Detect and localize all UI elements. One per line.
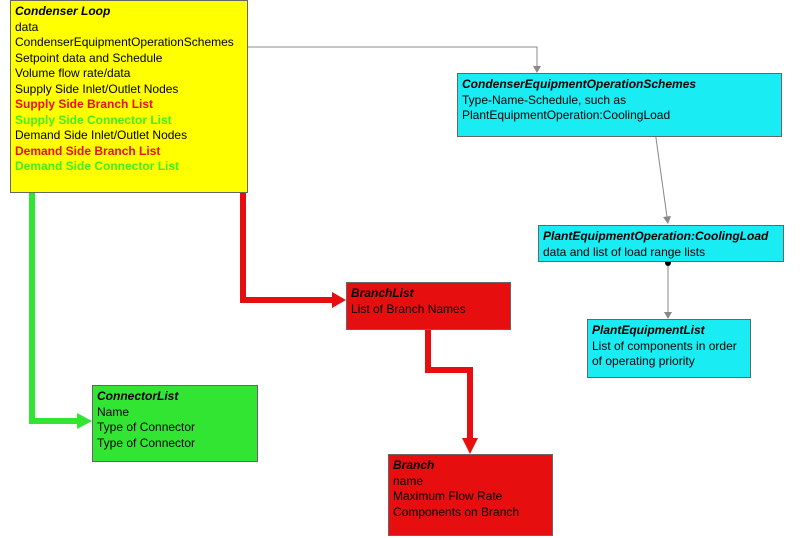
condenser-loop-field: Demand Side Branch List — [15, 143, 161, 158]
operation-schemes-title: CondenserEquipmentOperationSchemes — [462, 77, 697, 91]
cooling-load-line: data and list of load range lists — [543, 244, 706, 259]
condenser-loop-field: Demand Side Connector List — [15, 159, 180, 173]
operation-schemes-line: PlantEquipmentOperation:CoolingLoad — [462, 108, 671, 122]
condenser-loop-field: Demand Side Inlet/Outlet Nodes — [15, 128, 188, 142]
equipment-list-box: PlantEquipmentList List of components in… — [587, 319, 751, 378]
equipment-list-title: PlantEquipmentList — [592, 323, 705, 337]
arrowhead-schemes — [533, 66, 541, 73]
operation-schemes-line: Type-Name-Schedule, such as — [462, 92, 627, 107]
connector-loop-to-connectorlist — [29, 193, 78, 424]
arrowhead-branch — [462, 438, 478, 454]
operation-schemes-box: CondenserEquipmentOperationSchemes Type-… — [457, 73, 782, 137]
condenser-loop-field: Volume flow rate/data — [15, 66, 131, 80]
branch-box: Branch name Maximum Flow Rate Components… — [388, 454, 553, 536]
connector-list-title: ConnectorList — [97, 389, 179, 403]
condenser-loop-field: Supply Side Inlet/Outlet Nodes — [15, 81, 179, 96]
connector-loop-to-branchlist — [240, 193, 333, 303]
connector-list-line: Type of Connector — [97, 435, 196, 450]
branch-list-line: List of Branch Names — [351, 301, 466, 316]
condenser-loop-field: data — [15, 19, 39, 34]
branch-line: Maximum Flow Rate — [393, 489, 503, 503]
equipment-list-line: of operating priority — [592, 354, 695, 368]
connector-list-line: Name — [97, 404, 130, 419]
condenser-loop-field: Supply Side Connector List — [15, 112, 172, 127]
cooling-load-title: PlantEquipmentOperation:CoolingLoad — [543, 229, 769, 243]
connector-branchlist-to-branch — [425, 330, 473, 439]
equipment-list-line: List of components in order — [592, 338, 737, 353]
branch-title: Branch — [393, 458, 435, 472]
condenser-loop-field: CondenserEquipmentOperationSchemes — [15, 35, 234, 49]
condenser-loop-field: Supply Side Branch List — [15, 97, 154, 111]
branch-list-title: BranchList — [351, 286, 414, 300]
connector-schemes-to-coolload — [654, 130, 668, 218]
branch-line: name — [393, 473, 424, 488]
connector-loop-to-schemes — [248, 46, 538, 66]
branch-line: Components on Branch — [393, 504, 520, 519]
connector-list-box: ConnectorList Name Type of Connector Typ… — [92, 385, 258, 462]
condenser-loop-field: Setpoint data and Schedule — [15, 50, 163, 65]
arrowhead-connectorlist — [77, 413, 92, 429]
arrowhead-eqlist — [664, 312, 672, 319]
connector-list-line: Type of Connector — [97, 420, 196, 434]
cooling-load-box: PlantEquipmentOperation:CoolingLoad data… — [538, 225, 784, 262]
arrowhead-branchlist — [332, 292, 346, 308]
arrowhead-coolload — [663, 216, 671, 224]
condenser-loop-title: Condenser Loop — [15, 4, 111, 18]
branch-list-box: BranchList List of Branch Names — [346, 282, 511, 330]
